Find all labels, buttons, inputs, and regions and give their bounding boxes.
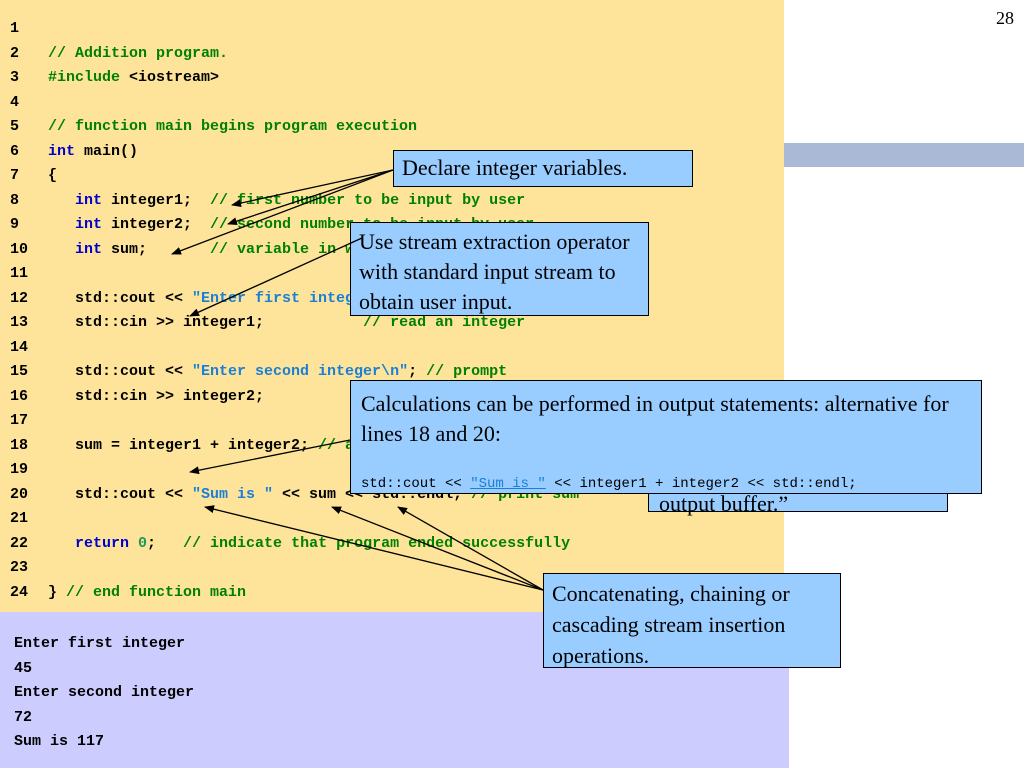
code-token: integer2; [102, 216, 211, 233]
line-number: 2 [10, 44, 20, 62]
code-token: // prompt [426, 363, 508, 380]
code-token: return [48, 534, 139, 552]
code-token: <iostream> [129, 69, 220, 86]
line-number: 15 [10, 363, 29, 380]
line-number: 1 [10, 20, 20, 37]
code-text: int main() [48, 140, 138, 164]
code-token: // indicate that program ended successfu… [183, 534, 571, 552]
line-number: 17 [10, 412, 29, 429]
output-line: Enter first integer [14, 635, 186, 652]
output-line: 72 [14, 708, 33, 726]
code-text: return 0; // indicate that program ended… [48, 532, 570, 556]
code-token: // end function main [66, 583, 247, 601]
line-number: 3 [10, 69, 20, 86]
code-token: std::cin >> integer1; [48, 314, 364, 331]
line-number: 9 [10, 216, 20, 233]
line-number: 14 [10, 338, 29, 356]
line-number: 20 [10, 485, 29, 503]
code-text: #include <iostream> [48, 66, 219, 90]
code-token: { [48, 167, 58, 184]
slide-accent-bar [784, 143, 1024, 167]
line-number: 21 [10, 510, 29, 527]
code-token: ; [147, 534, 184, 552]
line-number: 11 [10, 265, 29, 282]
code-token: int [48, 142, 76, 160]
line-number: 23 [10, 559, 29, 576]
line-number: 5 [10, 118, 20, 135]
output-line: 45 [14, 659, 33, 677]
declare-callout-text: Declare integer variables. [402, 155, 628, 180]
calc-code-string: "Sum is " [470, 476, 546, 492]
code-text: // Addition program. [48, 42, 228, 66]
line-number: 13 [10, 314, 29, 331]
code-token: main() [75, 142, 139, 160]
code-token: // first number to be input by user [210, 191, 526, 209]
code-token: integer1; [102, 191, 211, 209]
code-token: sum; [102, 240, 211, 258]
calc-code-part1: std::cout << [361, 476, 471, 492]
declare-callout: Declare integer variables. [393, 150, 693, 187]
code-token: std::cout << [48, 363, 193, 380]
code-token: } [48, 583, 67, 601]
code-text: } // end function main [48, 581, 246, 605]
code-text: // function main begins program executio… [48, 115, 417, 139]
code-text: { [48, 164, 57, 188]
line-number: 18 [10, 436, 29, 454]
code-text: std::cin >> integer1; // read an integer [48, 311, 525, 335]
concatenation-callout: Concatenating, chaining or cascading str… [543, 573, 841, 668]
code-token: sum = integer1 + integer2; [48, 436, 319, 454]
line-number: 10 [10, 240, 29, 258]
code-token: #include [48, 69, 130, 86]
code-token: 0 [138, 534, 148, 552]
code-text: std::cout << "Enter second integer\n"; /… [48, 360, 507, 384]
code-token: int [48, 240, 103, 258]
output-line: Sum is 117 [14, 733, 105, 750]
calculations-callout-text: Calculations can be performed in output … [361, 391, 949, 446]
code-token: std::cout << [48, 485, 193, 503]
calculations-callout: Calculations can be performed in output … [350, 380, 982, 494]
line-number: 4 [10, 93, 20, 111]
code-token: // function main begins program executio… [48, 118, 418, 135]
endl-callout-text: output buffer.” [659, 491, 789, 516]
code-token: // read an integer [363, 314, 526, 331]
code-token: "Enter second integer\n" [192, 363, 409, 380]
line-number: 7 [10, 167, 20, 184]
line-number: 12 [10, 289, 29, 307]
extraction-callout-text: Use stream extraction operator with stan… [359, 229, 630, 314]
code-token: int [48, 216, 103, 233]
code-text: int integer1; // first number to be inpu… [48, 189, 525, 213]
line-number: 6 [10, 142, 20, 160]
page-number: 28 [996, 8, 1014, 28]
output-line: Enter second integer [14, 684, 195, 701]
calc-code-part3: << integer1 + integer2 << std::endl; [545, 476, 857, 492]
code-token: std::cin >> integer2; [48, 387, 364, 405]
code-token: // Addition program. [48, 44, 229, 62]
concatenation-callout-text: Concatenating, chaining or cascading str… [552, 581, 790, 668]
calculations-callout-code: std::cout << "Sum is " << integer1 + int… [361, 471, 971, 497]
line-number: 22 [10, 534, 29, 552]
line-number: 24 [10, 583, 29, 601]
code-token: int [48, 191, 103, 209]
line-number: 19 [10, 461, 29, 478]
line-number: 8 [10, 191, 20, 209]
extraction-callout: Use stream extraction operator with stan… [350, 222, 649, 316]
code-token: std::cout << [48, 289, 193, 307]
code-token: ; [408, 363, 427, 380]
line-number: 16 [10, 387, 29, 405]
code-token: "Sum is " [192, 485, 274, 503]
